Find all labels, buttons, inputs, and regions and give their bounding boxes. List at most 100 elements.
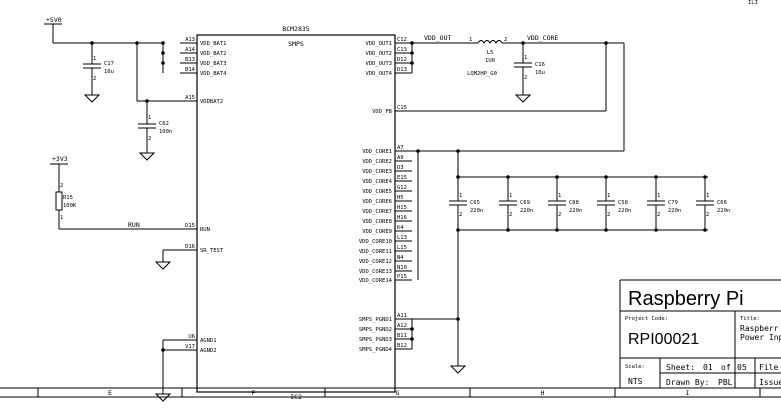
net-3v3: +3V3 2 1 R15 100K RUN: [50, 155, 180, 230]
ground-symbol: [514, 94, 532, 103]
svg-text:2: 2: [558, 212, 561, 218]
cap-ref: C65: [470, 200, 480, 206]
pin-number: L15: [397, 245, 407, 251]
cap-value: 220n: [668, 208, 681, 214]
svg-text:1: 1: [657, 193, 660, 199]
pin-number: A14: [185, 47, 196, 53]
l5-part: LQM2HP_G0: [467, 71, 497, 77]
c17-ref: C17: [104, 61, 114, 67]
decoupling-capacitor-bank: 12C65220n12C69220n12C88220n12C58220n12C7…: [449, 175, 730, 232]
cap-ref: C66: [717, 200, 727, 206]
pin-name: VDDBAT2: [200, 99, 223, 105]
svg-text:1: 1: [524, 55, 527, 61]
pin-number: V17: [185, 344, 195, 350]
svg-text:PBL: PBL: [718, 378, 733, 387]
resistor-r15: [55, 191, 63, 211]
pin-name: VDD_CORE3: [362, 169, 392, 175]
l5-ref: L5: [487, 50, 494, 56]
svg-text:2: 2: [706, 212, 709, 218]
grid-column-label: I: [686, 389, 690, 397]
svg-text:2: 2: [509, 212, 512, 218]
pin-number: B12: [397, 343, 407, 349]
pin-name: SMPS_PGND1: [359, 317, 392, 323]
c16-value: 10u: [535, 70, 545, 76]
pin-number: E15: [397, 175, 407, 181]
svg-text:Issue: Issue: [759, 378, 781, 387]
ground-symbol: [83, 94, 101, 103]
c17-value: 10u: [104, 69, 114, 75]
svg-text:2: 2: [459, 212, 462, 218]
svg-text:2: 2: [607, 212, 610, 218]
svg-text:2: 2: [504, 37, 507, 43]
svg-text:1: 1: [558, 193, 561, 199]
pin-name: VDD_CORE11: [359, 249, 392, 255]
grid-column-label: F: [252, 389, 256, 397]
capacitor-c58: 1 2 C58 220n: [597, 175, 631, 232]
net-vdd-out-label: VDD_OUT: [424, 34, 451, 42]
cap-ref: C58: [618, 200, 628, 206]
pin-name: VDD_CORE12: [359, 259, 392, 265]
svg-text:2: 2: [657, 212, 660, 218]
capacitor-c62: 1 2 C62 100n: [138, 101, 172, 153]
svg-text:1: 1: [607, 193, 610, 199]
pin-name: VDD_CORE5: [362, 189, 392, 195]
grid-column-label: E: [108, 389, 112, 397]
pin-name: VDD_BAT2: [200, 51, 227, 57]
ground-symbol: [138, 152, 156, 161]
cap-value: 220n: [618, 208, 631, 214]
grid-column-label: H: [541, 389, 545, 397]
r15-ref: R15: [63, 195, 73, 201]
pin-name: VDD_BAT3: [200, 61, 227, 67]
pin-name: VDD_CORE1: [362, 149, 392, 155]
pin-name: SR_TEST: [200, 248, 224, 254]
capacitor-c17: 1 2 C17 10u: [83, 43, 114, 95]
pin-name: VDD_CORE10: [359, 239, 392, 245]
project-code: RPI00021: [628, 331, 699, 348]
pin-number: B14: [185, 67, 196, 73]
pin-number: H5: [397, 195, 404, 201]
pin-number: P15: [397, 274, 407, 280]
pin-number: C13: [397, 47, 407, 53]
pin-name: AGND1: [200, 338, 217, 344]
pin-number: D13: [397, 67, 407, 73]
ground-symbol: [449, 365, 467, 374]
cap-ref: C79: [668, 200, 678, 206]
ic-block: SMPS: [288, 40, 304, 48]
svg-text:2: 2: [93, 76, 96, 82]
svg-text:Power Inp: Power Inp: [740, 333, 781, 342]
svg-text:05: 05: [737, 363, 747, 372]
pin-name: VDD_FB: [372, 109, 393, 115]
pin-name: VDD_OUT2: [366, 51, 393, 57]
pin-number: L13: [397, 235, 407, 241]
pin-number: D16: [185, 244, 195, 250]
pin-name: VDD_CORE4: [362, 179, 392, 185]
ground-symbol: [154, 261, 172, 270]
svg-text:Title:: Title:: [740, 316, 760, 322]
svg-text:Sheet:: Sheet:: [666, 363, 695, 372]
pin-name: VDD_BAT4: [200, 71, 227, 77]
svg-text:1: 1: [93, 56, 96, 62]
cap-ref: C88: [569, 200, 579, 206]
pin-name: RUN: [200, 227, 210, 233]
net-5v0: +5V0: [44, 16, 180, 103]
svg-text:1: 1: [148, 115, 151, 121]
ic-body: [196, 34, 396, 393]
pin-name: VDD_CORE9: [362, 229, 392, 235]
net-5v0-label: +5V0: [46, 16, 62, 24]
pin-number: U6: [188, 334, 195, 340]
